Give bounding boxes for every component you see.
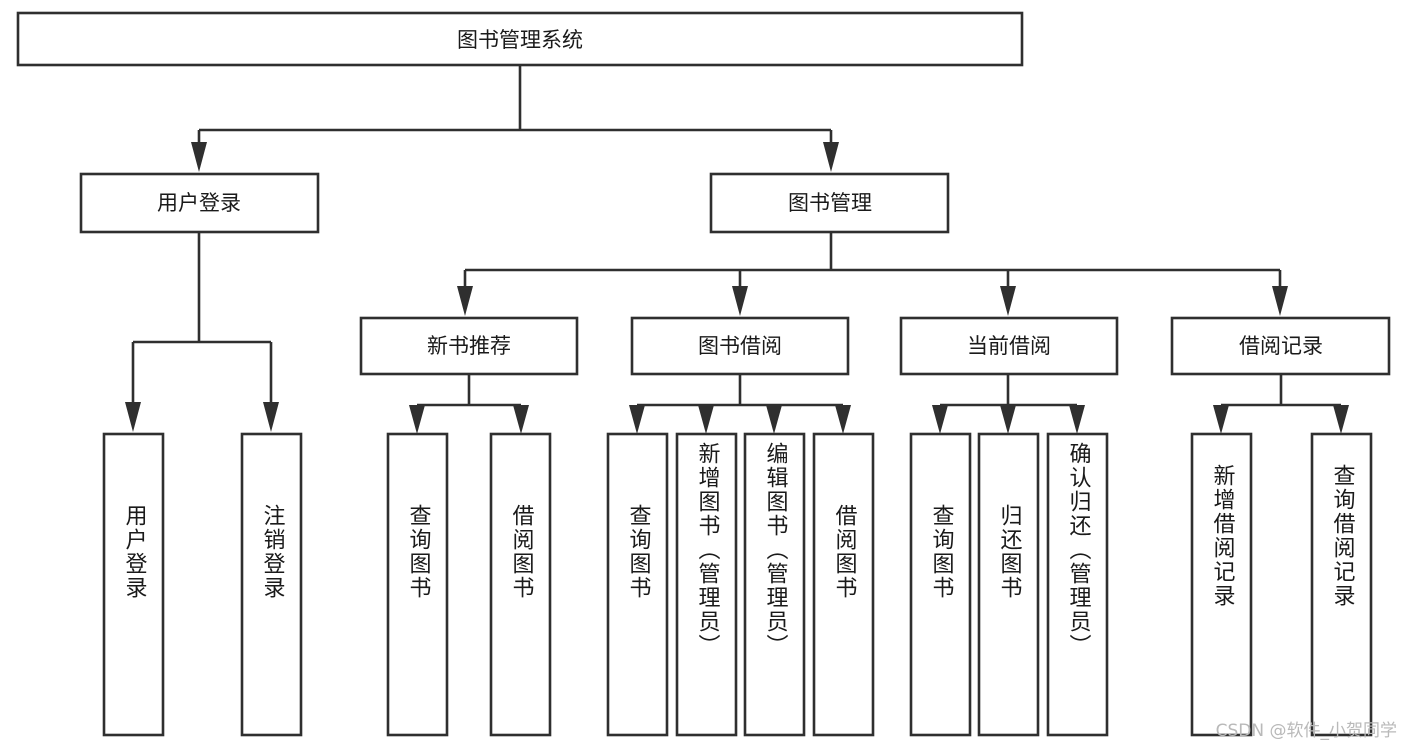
node-user-login-label: 用户登录 bbox=[157, 191, 241, 215]
node-layer: 图书管理系统 用户登录 图书管理 新书推荐 图书借阅 当前借阅 借阅记录 bbox=[16, 11, 1391, 737]
node-leaf-record-query[interactable] bbox=[1310, 432, 1373, 737]
arrow-bookmgmt-mod-3 bbox=[1000, 286, 1016, 316]
arrow-login-leaf-2 bbox=[263, 402, 279, 432]
node-current-borrow-label: 当前借阅 bbox=[967, 334, 1051, 358]
arrow-borrow-leaf-3 bbox=[766, 405, 782, 434]
node-book-borrow-label: 图书借阅 bbox=[698, 334, 782, 358]
node-user-login[interactable] bbox=[79, 172, 320, 234]
node-leaf-borrow-borrow-book[interactable] bbox=[812, 432, 875, 737]
arrow-bookmgmt-mod-2 bbox=[732, 286, 748, 316]
node-borrow-record[interactable] bbox=[1170, 316, 1391, 376]
node-leaf-borrow-query-book[interactable] bbox=[606, 432, 669, 737]
arrow-record-leaf-1 bbox=[1213, 405, 1229, 434]
arrow-recommend-leaf-2 bbox=[513, 405, 529, 434]
arrow-root-to-bookmgmt bbox=[823, 142, 839, 172]
node-leaf-record-add[interactable] bbox=[1190, 432, 1253, 737]
arrow-record-leaf-2 bbox=[1333, 405, 1349, 434]
arrow-borrow-leaf-2 bbox=[698, 405, 714, 434]
node-leaf-logout[interactable] bbox=[240, 432, 303, 737]
node-book-borrow[interactable] bbox=[630, 316, 850, 376]
arrow-root-to-login bbox=[191, 142, 207, 172]
arrow-borrow-leaf-4 bbox=[835, 405, 851, 434]
node-leaf-borrow-edit-book[interactable] bbox=[743, 432, 806, 737]
node-root-label: 图书管理系统 bbox=[457, 28, 583, 52]
node-book-management[interactable] bbox=[709, 172, 950, 234]
arrow-current-leaf-3 bbox=[1069, 405, 1085, 434]
arrow-current-leaf-1 bbox=[932, 405, 948, 434]
node-book-management-label: 图书管理 bbox=[788, 191, 872, 215]
node-leaf-borrow-add-book[interactable] bbox=[675, 432, 738, 737]
arrow-bookmgmt-mod-1 bbox=[457, 286, 473, 316]
node-root[interactable] bbox=[16, 11, 1024, 67]
node-current-borrow[interactable] bbox=[899, 316, 1119, 376]
arrow-bookmgmt-mod-4 bbox=[1272, 286, 1288, 316]
arrow-login-leaf-1 bbox=[125, 402, 141, 432]
node-new-book-recommend[interactable] bbox=[359, 316, 579, 376]
node-leaf-current-confirm-return[interactable] bbox=[1046, 432, 1109, 737]
connector-layer bbox=[125, 66, 1349, 434]
node-leaf-current-return-book[interactable] bbox=[977, 432, 1040, 737]
arrow-current-leaf-2 bbox=[1000, 405, 1016, 434]
arrow-recommend-leaf-1 bbox=[409, 405, 425, 434]
node-leaf-recommend-borrow-book[interactable] bbox=[489, 432, 552, 737]
node-borrow-record-label: 借阅记录 bbox=[1239, 334, 1323, 358]
node-new-book-recommend-label: 新书推荐 bbox=[427, 334, 511, 358]
node-leaf-user-login[interactable] bbox=[102, 432, 165, 737]
node-leaf-recommend-query-book[interactable] bbox=[386, 432, 449, 737]
arrow-borrow-leaf-1 bbox=[629, 405, 645, 434]
node-leaf-current-query-book[interactable] bbox=[909, 432, 972, 737]
